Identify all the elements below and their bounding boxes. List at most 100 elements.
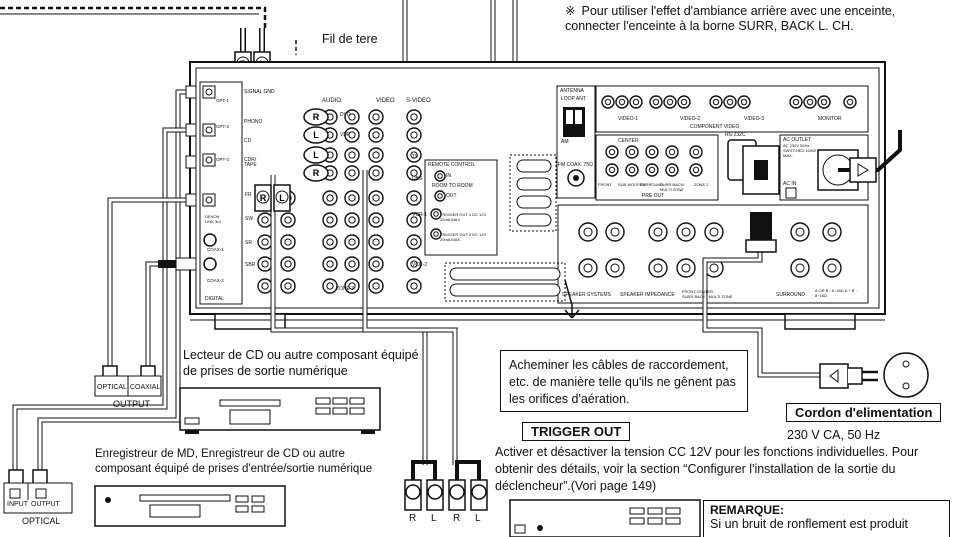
component-video-jack — [649, 95, 663, 109]
audio-jack — [280, 234, 296, 250]
panel-video3-label: VIDEO-3 — [744, 116, 765, 122]
bottom-tape-deck-drawing — [509, 499, 701, 537]
remote-in-jack — [434, 170, 446, 182]
component-video-panel — [595, 85, 869, 133]
audio-jack — [344, 165, 360, 181]
vent-slots-left — [516, 159, 552, 227]
panel-surr-back-label: SURR.BACK/ MULTI ZONE — [660, 182, 685, 192]
panel-rs232-label: RS-232C — [725, 132, 746, 138]
panel-vdp-label: VDP — [340, 132, 351, 138]
audio-jack — [368, 165, 384, 181]
panel-audio-label: AUDIO — [322, 98, 342, 104]
panel-front-label: FRONT — [598, 182, 612, 187]
bottom-r2: R — [453, 513, 461, 524]
audio-jack — [322, 278, 338, 294]
svg-text:R: R — [313, 112, 320, 122]
audio-jack — [257, 234, 273, 250]
audio-jack — [406, 147, 422, 163]
remarque-title: REMARQUE: — [710, 503, 784, 517]
audio-jack — [406, 256, 422, 272]
panel-remote-label: REMOTE CONTROL — [428, 162, 476, 168]
bottom-l1: L — [431, 513, 437, 524]
audio-jack — [368, 190, 384, 206]
panel-cd-label: CD — [244, 138, 252, 144]
audio-jack — [406, 212, 422, 228]
audio-jack — [344, 234, 360, 250]
audio-jack — [280, 256, 296, 272]
digital-jacks — [202, 85, 217, 271]
wall-socket-icon — [883, 352, 929, 398]
panel-component-video-label: COMPONENT VIDEO — [690, 124, 740, 130]
remarque-box: REMARQUE: Si un bruit de ronflement est … — [703, 500, 950, 537]
audio-jack — [406, 234, 422, 250]
speaker-terminal — [648, 258, 668, 278]
cd-player-label: Lecteur de CD ou autre composant équipé … — [183, 348, 419, 378]
pre-out-jack — [605, 145, 619, 159]
zone2-jack — [689, 145, 703, 159]
zone2-jack — [689, 163, 703, 177]
rca-plug-pair-receiver: R L — [254, 184, 291, 212]
panel-video2-label: VIDEO-2 — [680, 116, 701, 122]
audio-jack-grid — [257, 109, 422, 294]
panel-zone3-label: ZONE 3 — [336, 286, 355, 292]
audio-jack — [322, 256, 338, 272]
cd-player-drawing — [179, 387, 381, 434]
panel-video1-label: VIDEO-1 — [618, 116, 639, 122]
audio-jack — [406, 109, 422, 125]
ground-wire-dashed — [0, 6, 267, 28]
panel-ac-in-label: AC IN — [783, 181, 797, 187]
vent-dotted-box-left — [509, 154, 557, 232]
audio-jack — [257, 256, 273, 272]
bottom-r1: R — [409, 513, 417, 524]
right-jacks — [430, 95, 857, 240]
panel-dbs-label: DBS — [412, 176, 423, 182]
component-video-jack — [803, 95, 817, 109]
bottom-l2: L — [475, 513, 481, 524]
ground-wire-label: Fil de tere — [322, 32, 378, 46]
rca-plugs-bottom — [270, 170, 488, 511]
panel-speaker-impedance-label: SPEAKER IMPEDANCE — [620, 292, 675, 298]
audio-jack — [322, 234, 338, 250]
component-video-jack — [615, 95, 629, 109]
receiver-foot-left — [214, 313, 286, 330]
trigger-out-text: Activer et désactiver la tension CC 12V … — [495, 445, 919, 493]
component-video-jack — [629, 95, 643, 109]
audio-jack — [257, 212, 273, 228]
component-video-jack — [817, 95, 831, 109]
panel-in-label: IN — [446, 173, 451, 179]
speaker-terminal — [790, 258, 810, 278]
panel-impedance-values: A OR B : 6~16Ω A + B : 8~16Ω — [815, 288, 857, 298]
speaker-terminal — [648, 222, 668, 242]
vent-note-box: Acheminer les câbles de raccordement, et… — [500, 350, 748, 412]
audio-jack — [368, 212, 384, 228]
panel-sw-label: SW — [245, 216, 254, 222]
panel-am-label: AM — [561, 139, 569, 145]
speaker-terminal — [578, 222, 598, 242]
md-io-plugs — [3, 469, 73, 514]
panel-denon-link-label: DENON LINK 3rd — [205, 214, 221, 224]
svg-text:L: L — [279, 193, 285, 203]
audio-jack — [368, 278, 384, 294]
audio-jack — [368, 127, 384, 143]
pre-out-jack — [625, 163, 639, 177]
component-video-jack — [843, 95, 857, 109]
audio-jack — [368, 109, 384, 125]
speaker-terminal — [605, 222, 625, 242]
component-video-jack — [709, 95, 723, 109]
panel-ac-outlet-label: AC OUTLET — [783, 137, 812, 143]
audio-jack — [406, 127, 422, 143]
audio-jack — [406, 165, 422, 181]
panel-monitor-label: MONITOR — [818, 116, 842, 122]
panel-digital-label: DIGITAL — [205, 296, 225, 302]
remote-out-jack — [434, 190, 446, 202]
receiver-inner — [195, 67, 880, 309]
speaker-terminal — [790, 222, 810, 242]
panel-front-center-sb-label: FRONT,CENTER, SURR.BACK / MULTI ZONE — [682, 289, 733, 299]
panel-trigger1-label: TRIGGER OUT 1 DC 12V 20mA MAX. — [440, 212, 487, 222]
optical-plugs-side — [185, 85, 197, 207]
trigger1-jack — [430, 208, 442, 220]
remarque-text: Si un bruit de ronflement est produit — [710, 517, 909, 531]
